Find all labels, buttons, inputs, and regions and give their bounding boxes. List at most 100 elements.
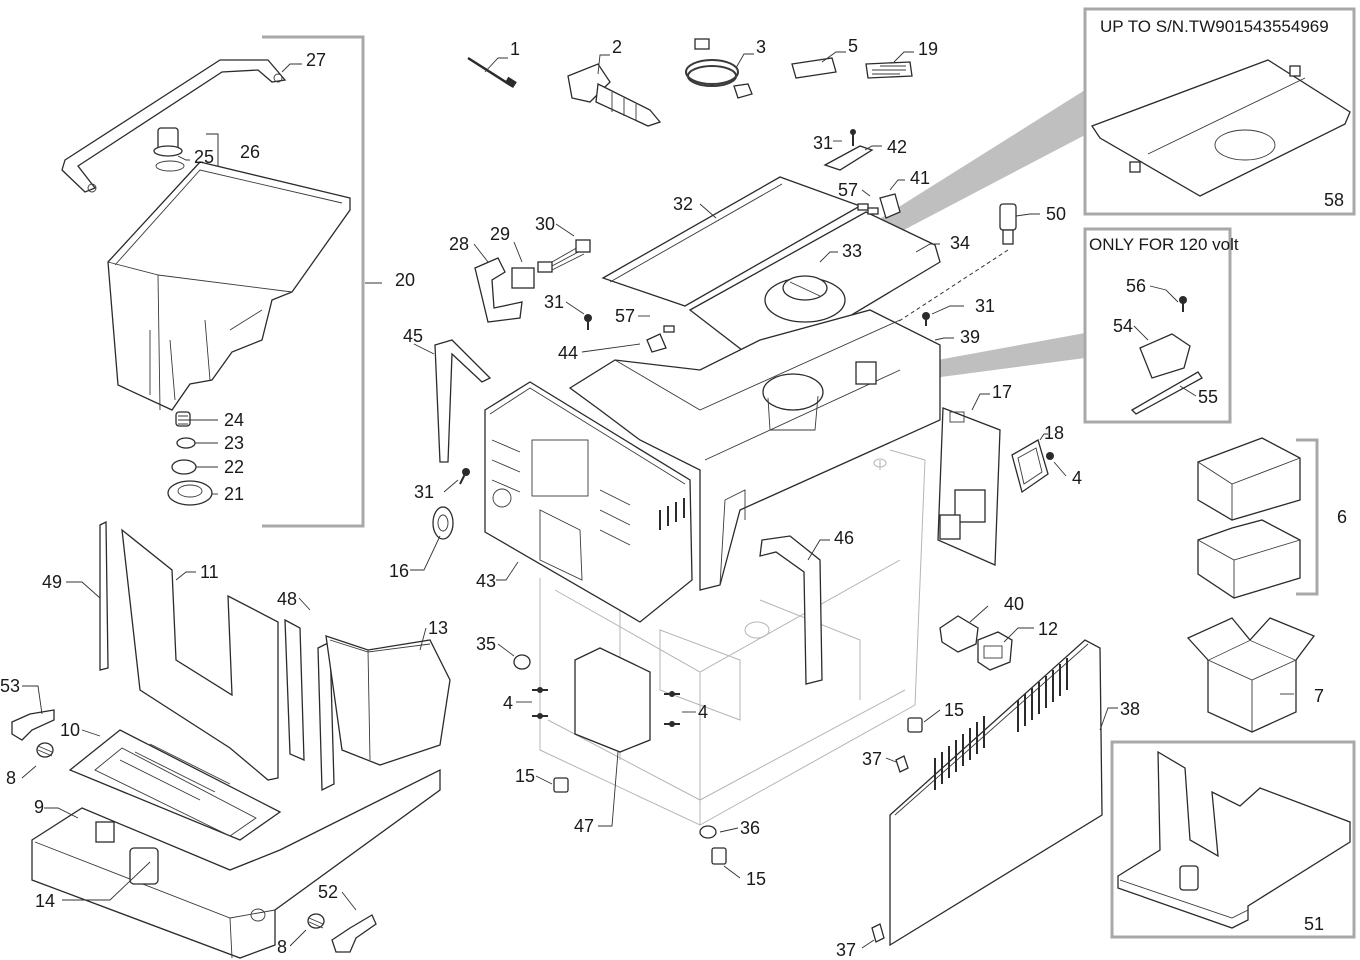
part-37-clips — [871, 755, 909, 943]
part-30-connector — [537, 239, 591, 273]
callout: 57 — [615, 306, 635, 326]
grille-front-panel — [659, 498, 685, 530]
callout: 31 — [975, 296, 995, 316]
water-tank-handle — [61, 59, 287, 193]
callout: 36 — [740, 818, 760, 838]
tank-valve-parts — [167, 411, 213, 506]
callout: 48 — [277, 589, 297, 609]
part-3-power-cord — [685, 38, 753, 99]
callout: 24 — [224, 410, 244, 430]
callout: 15 — [746, 869, 766, 889]
callout: 15 — [515, 766, 535, 786]
callout: 49 — [42, 572, 62, 592]
callout: 35 — [476, 634, 496, 654]
part-52-lever — [331, 914, 377, 953]
packaging-6 — [1197, 437, 1301, 599]
callout: 20 — [395, 270, 415, 290]
callout: 4 — [698, 702, 708, 722]
grille-side-panel — [934, 658, 1068, 790]
part-8-springs — [36, 742, 325, 929]
part-36-foot — [699, 825, 717, 839]
carton-7 — [1186, 617, 1316, 733]
callout: 9 — [34, 797, 44, 817]
grounds-container-13 — [325, 635, 451, 766]
callout: 8 — [277, 937, 287, 957]
callout: 31 — [813, 133, 833, 153]
callout: 1 — [510, 39, 520, 59]
voltage-box-title: ONLY FOR 120 volt — [1089, 235, 1239, 254]
callout: 8 — [6, 768, 16, 788]
callout: 34 — [950, 233, 970, 253]
part-19-label — [865, 61, 913, 79]
zoom-beam-serial — [870, 90, 1085, 232]
side-panel-38 — [889, 639, 1103, 947]
callout: 3 — [756, 37, 766, 57]
part-44-hinge — [646, 325, 675, 353]
callout: 13 — [428, 618, 448, 638]
part-29-chip — [511, 267, 535, 289]
callout: 46 — [834, 528, 854, 548]
callout: 21 — [224, 484, 244, 504]
top-cover-34 — [688, 211, 941, 366]
drip-tray-detail-51 — [1117, 750, 1351, 929]
callout-numbers: 1 2 3 5 19 27 25 26 20 24 23 22 21 31 42… — [0, 36, 1347, 960]
control-board-17 — [937, 407, 1001, 566]
serial-box-title: UP TO S/N.TW901543554969 — [1100, 17, 1329, 36]
callout: 28 — [449, 234, 469, 254]
part-16-knob — [432, 506, 454, 540]
part-53-lever — [11, 709, 55, 741]
part-5-label — [791, 57, 837, 79]
group-bracket-6 — [1296, 438, 1319, 596]
callout: 18 — [1044, 423, 1064, 443]
drip-tray-10 — [68, 729, 282, 841]
part-46-tube — [759, 535, 823, 685]
callout: 23 — [224, 433, 244, 453]
part-28-bracket — [474, 257, 523, 323]
callout: 39 — [960, 327, 980, 347]
callout: 4 — [503, 693, 513, 713]
callout: 51 — [1304, 914, 1324, 934]
callout: 50 — [1046, 204, 1066, 224]
part-42-bracket — [823, 129, 874, 171]
drip-tray-detail-frame — [1110, 740, 1356, 939]
base-tray-9 — [31, 768, 441, 959]
part-18-cover — [1011, 439, 1054, 494]
callout: 7 — [1314, 686, 1324, 706]
callout: 54 — [1113, 316, 1133, 336]
part-45-cable — [434, 339, 492, 463]
callout: 5 — [848, 36, 858, 56]
callout: 22 — [224, 457, 244, 477]
callout: 45 — [403, 326, 423, 346]
callout: 40 — [1004, 594, 1024, 614]
callout: 33 — [842, 241, 862, 261]
part-40-pump — [939, 615, 979, 653]
callout: 55 — [1198, 387, 1218, 407]
part-2-scoop — [567, 63, 662, 127]
part-15-feet — [553, 717, 923, 865]
voltage-detail-parts — [1130, 296, 1203, 415]
main-housing-39 — [568, 309, 941, 591]
callout: 14 — [35, 891, 55, 911]
part-1-rod — [467, 56, 517, 89]
callout: 53 — [0, 676, 20, 696]
callout: 42 — [887, 137, 907, 157]
cover-47 — [532, 647, 680, 753]
callout: 10 — [60, 720, 80, 740]
callout: 27 — [306, 50, 326, 70]
callout: 37 — [836, 940, 856, 960]
callout: 25 — [194, 147, 214, 167]
callout: 30 — [535, 214, 555, 234]
water-tank — [107, 161, 351, 411]
callout: 47 — [574, 816, 594, 836]
callout: 2 — [612, 37, 622, 57]
callout: 31 — [414, 482, 434, 502]
callout: 38 — [1120, 699, 1140, 719]
callout: 11 — [200, 562, 219, 582]
part-12-switch — [977, 631, 1013, 671]
front-panel-43 — [484, 381, 693, 623]
serial-detail-frame — [1083, 7, 1356, 216]
callout: 19 — [918, 39, 938, 59]
callout: 29 — [490, 224, 510, 244]
callout: 37 — [862, 749, 882, 769]
part-48-guide — [284, 618, 335, 792]
